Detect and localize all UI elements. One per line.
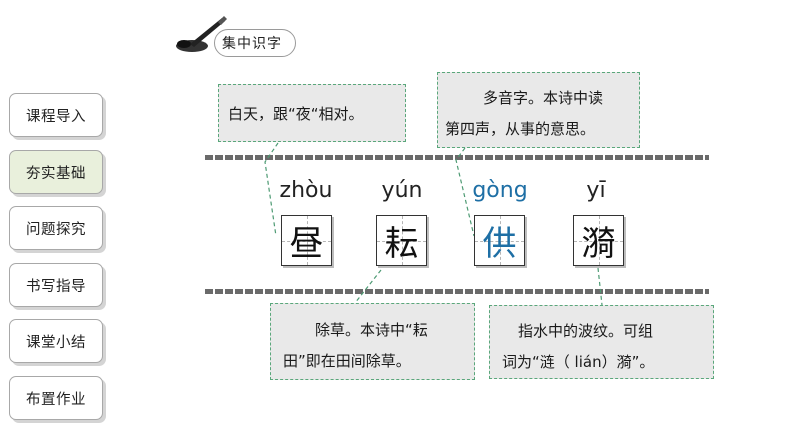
note-zhou: 白天，跟“夜“相对。: [218, 84, 406, 142]
note-yun-line-2: 田”即在田间除草。: [283, 352, 411, 370]
char-box-yi: 漪: [573, 215, 624, 266]
char-box-zhou: 昼: [281, 215, 332, 266]
note-gong-line-2: 第四声，从事的意思。: [445, 120, 596, 138]
note-zhou-line-1: 白天，跟“夜“相对。: [228, 105, 364, 123]
nav-item-course-intro[interactable]: 课程导入: [9, 93, 103, 137]
note-gong-line-1: 多音字。本诗中读: [483, 89, 604, 107]
nav-item-inquiry[interactable]: 问题探究: [9, 206, 103, 250]
char-zhou: 昼: [289, 224, 324, 264]
char-box-yun: 耘: [376, 215, 427, 266]
note-gong: 多音字。本诗中读 第四声，从事的意思。: [437, 72, 640, 148]
note-yun-line-1: 除草。本诗中“耘: [315, 321, 428, 339]
bottom-ruled-line: [205, 289, 709, 294]
char-box-gong: 供: [474, 215, 525, 266]
section-title: 集中识字: [222, 36, 282, 52]
char-yi: 漪: [581, 224, 616, 264]
nav-item-summary[interactable]: 课堂小结: [9, 319, 103, 363]
pinyin-yi: yī: [586, 178, 606, 203]
pinyin-yun: yún: [381, 178, 423, 203]
nav-item-writing-guide[interactable]: 书写指导: [9, 263, 103, 307]
pinyin-zhou: zhòu: [279, 178, 333, 203]
top-ruled-line: [205, 155, 709, 160]
nav-item-foundation[interactable]: 夯实基础: [9, 150, 103, 194]
char-gong: 供: [482, 224, 517, 264]
note-yi-line-2: 词为“涟（ lián）漪”。: [502, 353, 655, 371]
nav-item-homework[interactable]: 布置作业: [9, 376, 103, 420]
section-badge: [214, 29, 296, 57]
brush-pen-icon: [176, 16, 227, 52]
note-yi: 指水中的波纹。可组 词为“涟（ lián）漪”。: [489, 305, 714, 379]
note-yun: 除草。本诗中“耘 田”即在田间除草。: [270, 303, 475, 380]
char-yun: 耘: [384, 224, 419, 264]
note-yi-line-1: 指水中的波纹。可组: [518, 322, 654, 340]
pinyin-gong: gòng: [472, 178, 528, 203]
